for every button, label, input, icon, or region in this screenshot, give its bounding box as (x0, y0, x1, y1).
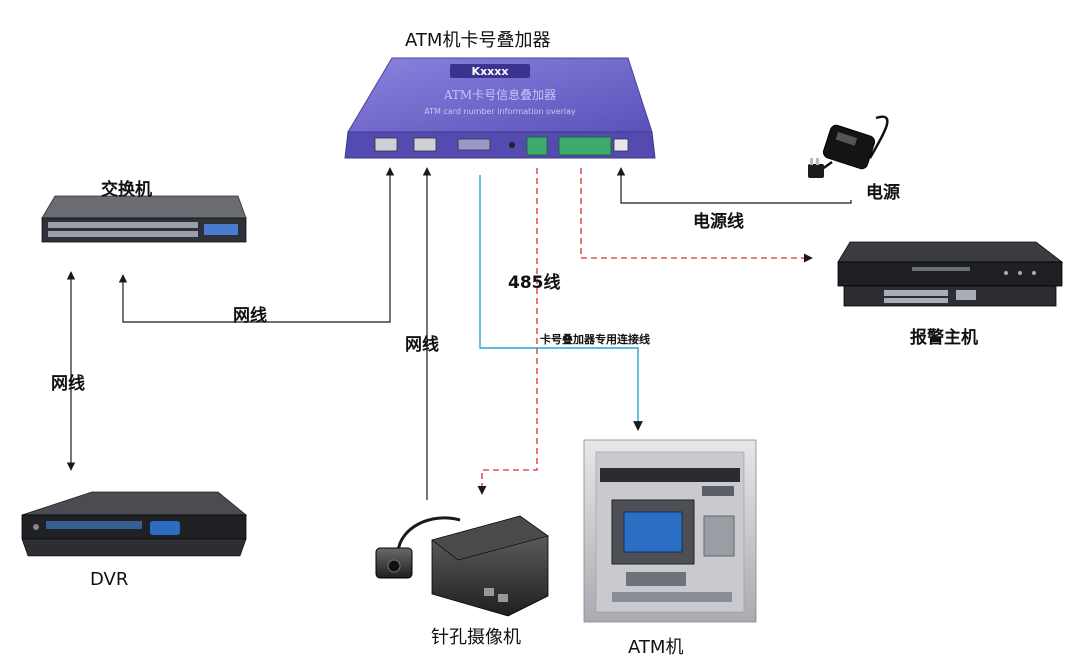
power-led (509, 142, 515, 148)
overlay-face-en: ATM card number information overlay (424, 107, 576, 116)
power-label: 电源 (866, 183, 900, 203)
switch-overlay-network-line (118, 167, 395, 323)
dvr-line-label: 网线 (51, 374, 85, 394)
overlay-brand: Kxxxx (472, 65, 509, 78)
power-adapter (808, 115, 889, 178)
port-dc (613, 138, 629, 152)
atm-special-line (479, 175, 643, 431)
terminal-block-1 (526, 136, 548, 156)
atm-special-line-label: 卡号叠加器专用连接线 (540, 333, 650, 346)
overlay-face-cn: ATM卡号信息叠加器 (443, 87, 556, 102)
card-overlay-device: Kxxxx ATM卡号信息叠加器 ATM card number informa… (344, 57, 656, 159)
terminal-block-2 (558, 136, 612, 156)
rs485-label: 485线 (508, 273, 561, 293)
alarm-host-ports (884, 290, 976, 303)
power-line-label: 电源线 (693, 212, 744, 232)
dvr-device (21, 491, 248, 557)
dvr-label: DVR (90, 569, 129, 590)
network-switch (41, 195, 247, 243)
pinhole-camera (375, 515, 549, 617)
rs485-camera-line (477, 168, 538, 495)
camera-label: 针孔摄像机 (431, 627, 521, 648)
port-rj45-2 (413, 137, 437, 152)
switch-label: 交换机 (101, 180, 152, 200)
switch-ports (48, 222, 238, 237)
power-line (616, 167, 852, 204)
brand-badge (450, 64, 530, 78)
rs485-alarm-line (580, 168, 813, 263)
atm-label: ATM机 (628, 637, 684, 658)
atm-screen (623, 511, 683, 553)
atm-machine (583, 439, 757, 623)
port-rj45-1 (374, 137, 398, 152)
alarm-host-label: 报警主机 (910, 328, 978, 348)
alarm-host (837, 241, 1064, 307)
switch-overlay-line-label: 网线 (233, 306, 267, 326)
camera-line-label: 网线 (405, 335, 439, 355)
port-db9 (457, 138, 491, 151)
overlay-title: ATM机卡号叠加器 (405, 30, 551, 51)
